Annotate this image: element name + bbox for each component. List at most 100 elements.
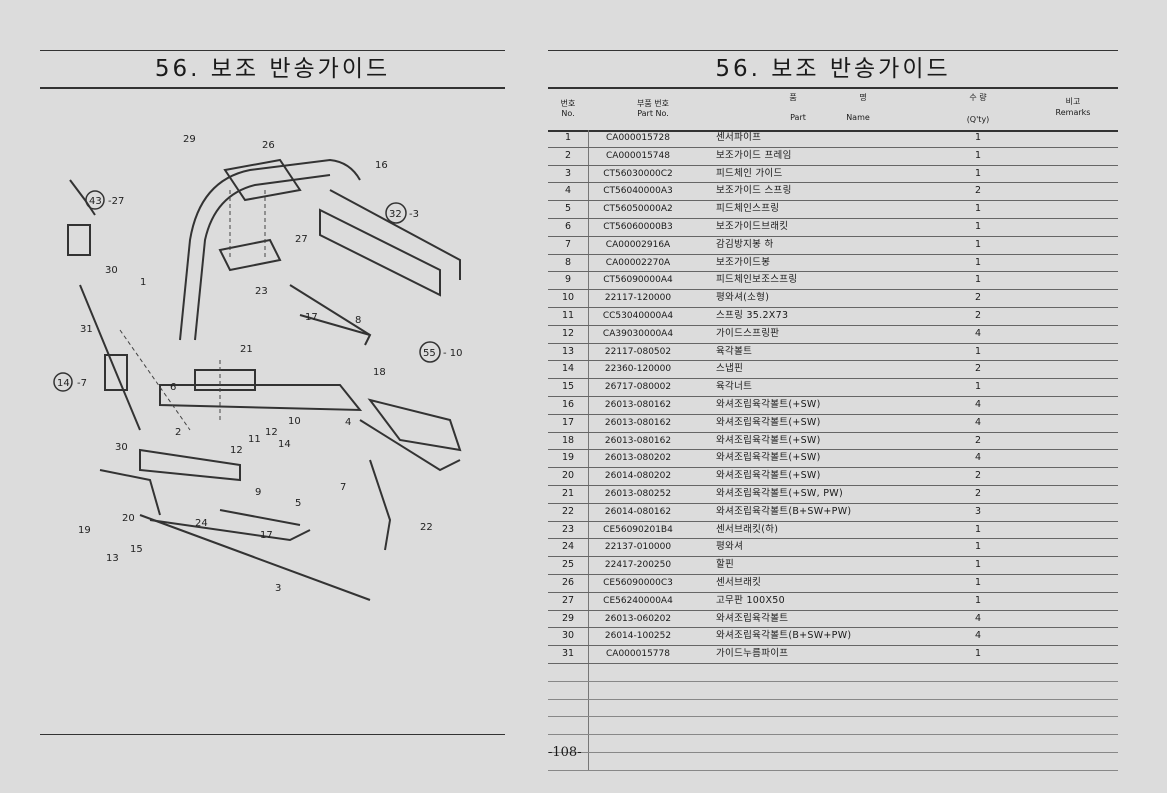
exploded-parts-diagram: 29 26 16 43-27 32-3 27 30 1 23 31 17 8 2… <box>40 120 510 620</box>
part-name: 고무판 100X50 <box>716 594 785 606</box>
part-code: CT56040000A3 <box>603 186 673 197</box>
part-code: CT56060000B3 <box>603 221 673 232</box>
part-name: 피드체인보조스프링 <box>716 274 798 286</box>
part-name: 와셔조립육각볼트(+SW) <box>716 416 821 428</box>
svg-text:16: 16 <box>375 160 388 171</box>
part-name: 와셔조립육각볼트 <box>716 612 789 624</box>
diagram-svg: 29 26 16 43-27 32-3 27 30 1 23 31 17 8 2… <box>53 134 463 601</box>
part-code: CE56090000C3 <box>603 577 673 588</box>
part-number-index: 25 <box>561 559 575 571</box>
part-number-index: 30 <box>561 630 575 642</box>
header-remarks-ko: 비고 <box>1065 97 1081 106</box>
part-number-index: 19 <box>561 452 575 464</box>
part-code: 26014-080202 <box>604 471 672 482</box>
empty-table-row <box>548 717 1118 736</box>
part-number-index: 27 <box>561 594 575 606</box>
svg-text:23: 23 <box>255 286 268 297</box>
part-code: 26013-080162 <box>604 435 672 446</box>
part-name: 육각볼트 <box>716 345 753 357</box>
empty-table-row <box>548 753 1118 771</box>
part-number-index: 24 <box>561 541 575 553</box>
header-name-en-2: Name <box>846 113 870 122</box>
header-name-ko-2: 명 <box>859 93 867 102</box>
part-number-index: 1 <box>564 132 572 143</box>
part-number-index: 11 <box>561 309 575 321</box>
part-number-index: 18 <box>561 434 575 446</box>
part-name: 보조가이드브래킷 <box>716 220 789 232</box>
part-name: 감김방지봉 하 <box>716 238 774 250</box>
svg-text:10: 10 <box>288 416 301 427</box>
part-code: 26014-080162 <box>604 506 672 517</box>
part-quantity: 2 <box>974 470 982 482</box>
svg-text:30: 30 <box>115 442 128 453</box>
part-code: 26013-060202 <box>604 613 672 624</box>
part-name: 와셔조립육각볼트(+SW) <box>716 434 821 446</box>
part-code: 22117-120000 <box>604 293 672 304</box>
part-quantity: 2 <box>974 363 982 375</box>
title-band-left: 56. 보조 반송가이드 <box>40 50 505 89</box>
part-quantity: 1 <box>974 541 982 553</box>
part-number-index: 23 <box>561 523 575 535</box>
svg-text:3: 3 <box>275 583 281 594</box>
part-name: 가이드누름파이프 <box>716 648 789 660</box>
part-number-index: 13 <box>561 345 575 357</box>
part-quantity: 2 <box>974 434 982 446</box>
part-number-index: 7 <box>564 238 572 250</box>
part-code: CA00002270A <box>605 257 671 268</box>
svg-text:8: 8 <box>355 315 361 326</box>
page-number: -108- <box>548 745 582 760</box>
svg-text:14: 14 <box>278 439 291 450</box>
svg-text:43: 43 <box>89 196 102 207</box>
svg-text:22: 22 <box>420 522 433 533</box>
part-number-index: 21 <box>561 487 575 499</box>
part-quantity: 2 <box>974 292 982 304</box>
part-quantity: 1 <box>974 274 982 286</box>
svg-text:-27: -27 <box>108 196 124 207</box>
part-name: 할핀 <box>716 559 735 571</box>
part-code: CA000015748 <box>606 150 670 161</box>
part-name: 와셔조립육각볼트(+SW, PW) <box>716 487 843 499</box>
part-name: 와셔조립육각볼트(+SW) <box>716 470 821 482</box>
part-name: 스프링 35.2X73 <box>716 309 789 321</box>
part-code: CA00002916A <box>605 239 671 250</box>
header-qty-ko: 수 량 <box>969 93 987 102</box>
part-quantity: 1 <box>974 203 982 215</box>
part-number-index: 3 <box>564 167 572 179</box>
part-quantity: 1 <box>974 381 982 393</box>
part-number-index: 15 <box>561 381 575 393</box>
svg-text:17: 17 <box>305 312 318 323</box>
part-name: 와셔조립육각볼트(+SW) <box>716 452 821 464</box>
svg-text:-3: -3 <box>409 209 419 220</box>
table-row: 18 26013-080162 와셔조립육각볼트(+SW) 2 <box>548 433 1118 451</box>
svg-text:20: 20 <box>122 513 135 524</box>
part-quantity: 4 <box>974 416 982 428</box>
part-name: 보조가이드 프레임 <box>716 149 792 161</box>
part-quantity: 1 <box>974 648 982 660</box>
part-code: CA39030000A4 <box>602 328 674 339</box>
part-number-index: 2 <box>564 149 572 161</box>
svg-text:14: 14 <box>57 378 70 389</box>
part-number-index: 26 <box>561 576 575 588</box>
part-quantity: 1 <box>974 345 982 357</box>
header-no-en: No. <box>561 109 575 118</box>
part-number-index: 22 <box>561 505 575 517</box>
part-quantity: 4 <box>974 630 982 642</box>
part-quantity: 2 <box>974 185 982 197</box>
part-name: 와셔조립육각볼트(+SW) <box>716 398 821 410</box>
svg-text:13: 13 <box>106 553 119 564</box>
part-code: 22360-120000 <box>604 364 672 375</box>
part-code: 22137-010000 <box>604 542 672 553</box>
svg-text:19: 19 <box>78 525 91 536</box>
part-code: CT56030000C2 <box>603 168 673 179</box>
